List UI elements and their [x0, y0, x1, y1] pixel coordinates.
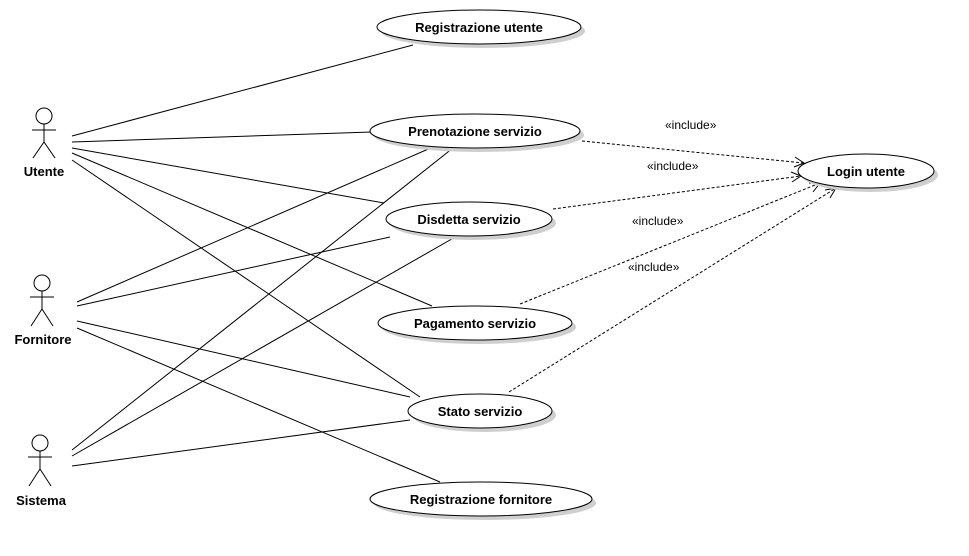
use-case-prenotazione-servizio[interactable]: Prenotazione servizio [369, 113, 584, 152]
use-case-registrazione-fornitore[interactable]: Registrazione fornitore [369, 481, 596, 520]
include-label-prenotazione: «include» [665, 118, 717, 132]
stick-figure-icon [32, 107, 56, 159]
include-dependencies: «include» «include» «include» «include» [508, 118, 837, 393]
actor-label: Fornitore [14, 332, 71, 347]
use-case-registrazione-utente[interactable]: Registrazione utente [376, 9, 585, 48]
assoc-fornitore-prenotazione-servizio [76, 146, 434, 303]
actor-sistema[interactable]: Sistema [16, 434, 67, 508]
stick-figure-icon [30, 274, 54, 327]
assoc-sistema-disdetta-servizio [71, 235, 458, 457]
include-arrowhead-stato [824, 187, 837, 199]
include-label-stato: «include» [628, 260, 680, 274]
actor-utente[interactable]: Utente [24, 107, 64, 179]
use-case-disdetta-servizio[interactable]: Disdetta servizio [385, 201, 556, 240]
include-label-disdetta: «include» [647, 159, 699, 173]
actor-fornitore[interactable]: Fornitore [14, 274, 72, 347]
stick-figure-icon [28, 434, 52, 487]
assoc-fornitore-registrazione-fornitore [76, 327, 441, 483]
assoc-utente-prenotazione-servizio [71, 131, 373, 143]
association-lines [71, 44, 458, 483]
include-line-stato [508, 187, 837, 393]
assoc-sistema-stato-servizio [71, 419, 411, 467]
use-case-login-utente[interactable]: Login utente [797, 153, 938, 192]
use-case-label: Login utente [827, 164, 905, 179]
assoc-utente-pagamento-servizio [71, 152, 433, 307]
include-label-pagamento: «include» [632, 214, 684, 228]
include-line-prenotazione [581, 140, 805, 164]
actor-label: Sistema [16, 493, 67, 508]
use-case-label: Registrazione utente [415, 20, 543, 35]
assoc-utente-disdetta-servizio [71, 147, 385, 204]
assoc-utente-registrazione-utente [71, 44, 414, 137]
use-case-stato-servizio[interactable]: Stato servizio [407, 393, 556, 432]
use-case-label: Registrazione fornitore [410, 492, 552, 507]
actor-label: Utente [24, 164, 64, 179]
assoc-utente-stato-servizio [71, 159, 421, 398]
include-line-disdetta [552, 175, 802, 210]
assoc-sistema-prenotazione-servizio [71, 147, 454, 451]
use-case-label: Prenotazione servizio [408, 124, 542, 139]
include-line-pagamento [519, 182, 821, 305]
include-arrowhead-prenotazione [793, 156, 806, 168]
assoc-fornitore-stato-servizio [76, 320, 411, 398]
use-case-label: Pagamento servizio [414, 316, 536, 331]
use-case-label: Disdetta servizio [417, 212, 520, 227]
use-case-pagamento-servizio[interactable]: Pagamento servizio [377, 305, 576, 344]
use-case-label: Stato servizio [438, 404, 523, 419]
assoc-fornitore-disdetta-servizio [76, 236, 391, 307]
